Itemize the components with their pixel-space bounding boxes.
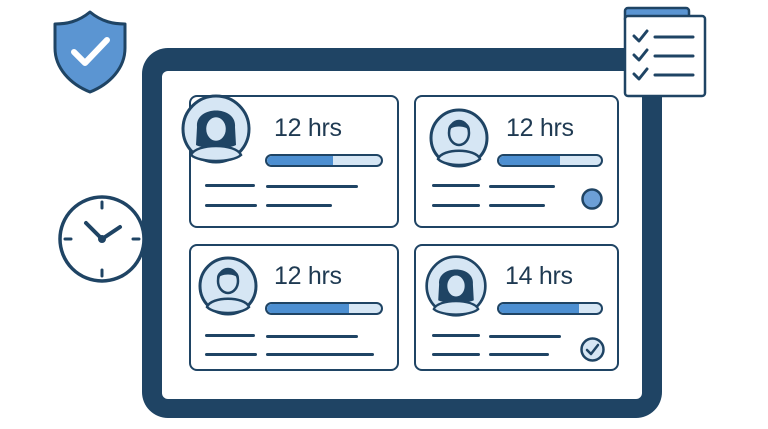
hours-progress-fill-3 bbox=[267, 304, 350, 313]
shield-check-icon bbox=[53, 10, 127, 94]
pending-dot-icon bbox=[581, 188, 603, 210]
female-avatar-icon bbox=[425, 255, 487, 317]
detail-line bbox=[432, 204, 480, 207]
detail-line bbox=[489, 185, 555, 188]
detail-line bbox=[432, 184, 480, 187]
detail-line bbox=[205, 353, 257, 356]
detail-line bbox=[266, 204, 332, 207]
detail-line bbox=[266, 185, 358, 188]
detail-line bbox=[205, 334, 255, 337]
hours-progress-bar-3 bbox=[265, 302, 383, 315]
hours-progress-bar-1 bbox=[265, 154, 383, 167]
hours-progress-fill-2 bbox=[499, 156, 561, 165]
male-avatar-icon bbox=[429, 108, 489, 168]
female-avatar-icon bbox=[181, 94, 251, 164]
checklist-icon bbox=[623, 6, 707, 98]
hours-progress-bar-2 bbox=[497, 154, 603, 167]
hours-label-3: 12 hrs bbox=[274, 262, 342, 290]
detail-line bbox=[489, 335, 561, 338]
hours-progress-fill-1 bbox=[267, 156, 334, 165]
detail-line bbox=[432, 334, 480, 337]
detail-line bbox=[205, 184, 255, 187]
detail-line bbox=[266, 353, 374, 356]
detail-line bbox=[489, 353, 549, 356]
detail-line bbox=[266, 335, 358, 338]
clock-icon bbox=[58, 195, 146, 283]
hours-label-2: 12 hrs bbox=[506, 114, 574, 142]
male-avatar-icon bbox=[198, 256, 258, 316]
detail-line bbox=[432, 353, 480, 356]
hours-progress-fill-4 bbox=[499, 304, 579, 313]
detail-line bbox=[205, 204, 257, 207]
detail-line bbox=[489, 204, 545, 207]
hours-label-1: 12 hrs bbox=[274, 114, 342, 142]
approved-check-icon bbox=[580, 337, 605, 362]
hours-label-4: 14 hrs bbox=[505, 262, 573, 290]
hours-progress-bar-4 bbox=[497, 302, 603, 315]
